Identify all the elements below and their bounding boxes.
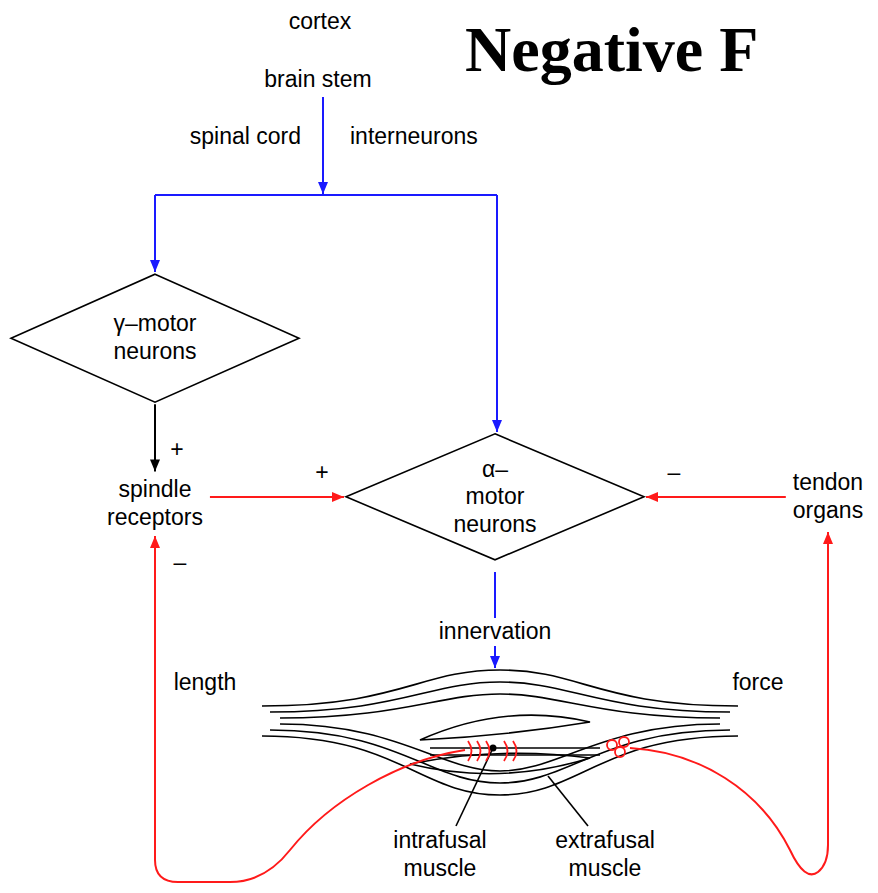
motor-neuron-diamond: γ–motor neurons (10, 273, 300, 403)
receptor-node: tendon organs (787, 465, 869, 528)
muscle-fiber (280, 724, 720, 771)
sign-label: + (170, 436, 183, 464)
part-label: intrafusal muscle (393, 827, 486, 882)
level-label: interneurons (350, 123, 478, 151)
level-label: brain stem (264, 66, 371, 94)
coil-turn (468, 741, 472, 761)
muscle-fiber (262, 670, 738, 706)
leader-dot (490, 745, 497, 752)
sign-label: – (174, 549, 187, 577)
coil-turn (477, 741, 481, 761)
descending-pathway (155, 97, 497, 668)
diagram-title: Negative F (465, 18, 758, 82)
spindle-coil (468, 741, 517, 761)
node-text: γ–motor neurons (113, 310, 196, 365)
intrafusal-fiber (430, 747, 600, 749)
signal-label: force (732, 669, 783, 697)
muscle-fiber (270, 682, 730, 712)
node-text: tendon organs (793, 469, 863, 524)
branch-line (155, 194, 497, 196)
muscle-drawing (262, 670, 738, 826)
coil-turn (504, 741, 508, 761)
level-label: cortex (289, 8, 352, 36)
level-label: spinal cord (190, 123, 301, 151)
pathway-label: innervation (435, 618, 556, 646)
intrafusal-fiber (420, 715, 590, 740)
tendon-organ-coil (607, 737, 629, 757)
node-text: spindle receptors (107, 476, 203, 531)
signal-label: length (174, 669, 237, 697)
afferent-arrow (646, 496, 786, 498)
sign-label: – (668, 459, 681, 487)
node-text: α–motor neurons (453, 456, 536, 539)
muscle-fiber (270, 730, 730, 783)
afferent-pathways (155, 532, 828, 882)
muscle-fiber (262, 736, 738, 795)
coil-turn (486, 741, 490, 761)
diamond-shape (11, 274, 299, 402)
force-afferent (630, 532, 828, 874)
afferent-arrow (210, 496, 344, 498)
part-label: extrafusal muscle (555, 827, 655, 882)
branch-line (496, 195, 498, 432)
coil-turn (513, 741, 517, 761)
muscle-fiber (280, 694, 720, 718)
branch-line (154, 195, 156, 272)
coil-turn (619, 737, 629, 747)
receptor-node: spindle receptors (101, 472, 209, 535)
efferent-arrow (154, 404, 156, 471)
leader-line (548, 776, 588, 826)
motor-neuron-diamond: α–motor neurons (345, 404, 645, 590)
sign-label: + (315, 459, 328, 487)
coil-turn (615, 747, 625, 757)
diamond-shape (346, 434, 644, 560)
descending-line (322, 97, 324, 194)
